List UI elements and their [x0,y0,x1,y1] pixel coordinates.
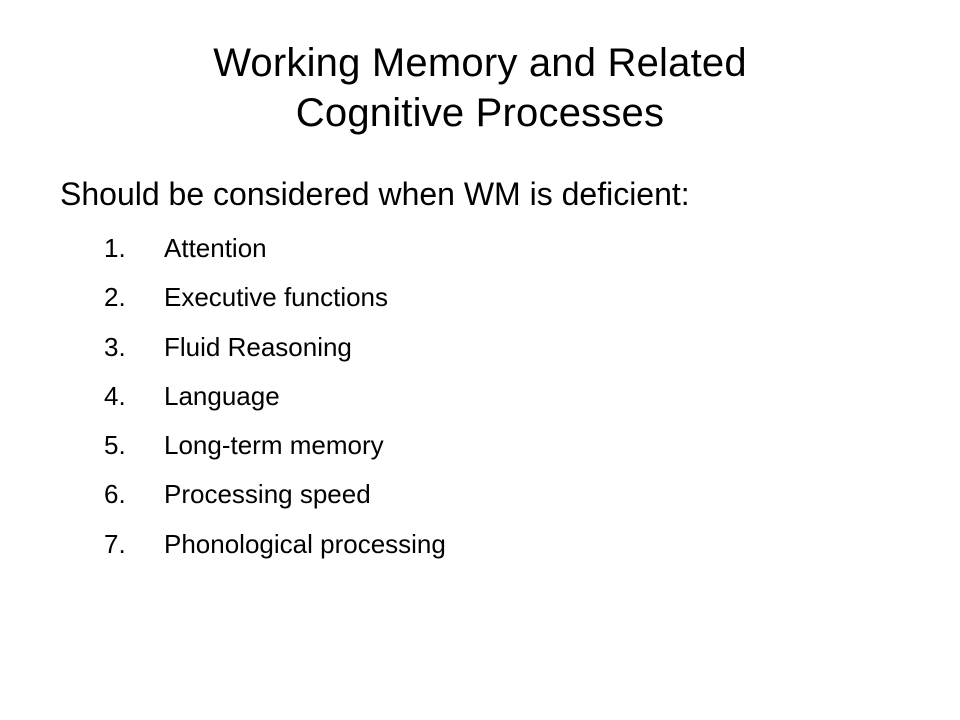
list-item: 7. Phonological processing [104,524,446,573]
list-item-number: 6. [104,479,126,510]
list-item: 6. Processing speed [104,474,446,523]
list-item: 2. Executive functions [104,277,446,326]
list-item: 5. Long-term memory [104,425,446,474]
list-item-number: 2. [104,282,126,313]
list-item-label: Processing speed [164,479,371,510]
list-item: 1. Attention [104,228,446,277]
slide-subtitle: Should be considered when WM is deficien… [60,176,690,212]
title-line-2: Cognitive Processes [295,91,665,135]
numbered-list: 1. Attention 2. Executive functions 3. Flui… [104,228,446,573]
slide-title: Working Memory and Related Cognitive Pro… [0,38,960,138]
list-item-label: Fluid Reasoning [164,331,352,362]
list-item-label: Language [164,380,280,411]
title-line-1: Working Memory and Related [213,41,747,85]
list-item-label: Attention [164,233,267,263]
list-item-label: Executive functions [164,282,389,313]
list-item-number: 4. [104,380,126,411]
list-item-number: 5. [104,430,126,461]
list-item: 3. Fluid Reasoning [104,327,446,376]
list-item-number: 1. [104,233,126,263]
list-item-label: Phonological processing [164,528,446,559]
list-item-label: Long-term memory [164,430,384,461]
list-item: 4. Language [104,376,446,425]
list-item-number: 7. [104,528,126,559]
list-item-number: 3. [104,331,126,362]
